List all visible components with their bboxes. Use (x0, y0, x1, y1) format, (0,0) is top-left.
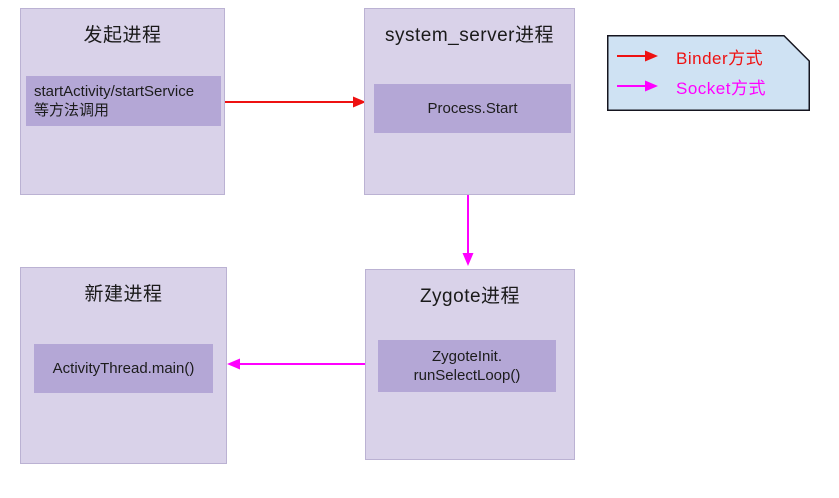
zygote-process-title: Zygote进程 (419, 286, 521, 307)
initiator-method-line2: 等方法调用 (34, 102, 110, 119)
binder-legend-label: Binder方式 (676, 48, 764, 68)
initiator-method-line1: startActivity/startService (34, 83, 195, 100)
system-server-process-title: system_server进程 (384, 25, 555, 46)
zygote-process-box: Zygote进程 ZygoteInit. runSelectLoop() (365, 269, 575, 460)
legend-folded-card-shape (607, 35, 810, 111)
activity-thread-method-box: ActivityThread.main() (34, 344, 213, 393)
legend-card-outline (607, 35, 810, 111)
system-server-process-box: system_server进程 Process.Start (364, 8, 575, 195)
zygote-init-method-box: ZygoteInit. runSelectLoop() (378, 340, 556, 392)
new-process-box: 新建进程 ActivityThread.main() (20, 267, 227, 464)
process-start-method-box: Process.Start (374, 84, 571, 133)
zygote-init-method-line1: ZygoteInit. (431, 348, 503, 365)
binder-legend-arrow-icon (617, 50, 658, 62)
initiator-method-box: startActivity/startService 等方法调用 (26, 76, 221, 126)
zygote-init-method-line2: runSelectLoop() (413, 367, 521, 384)
legend-card: Binder方式 Socket方式 (607, 35, 810, 111)
new-process-title: 新建进程 (84, 284, 163, 305)
initiator-process-box: 发起进程 startActivity/startService 等方法调用 (20, 8, 225, 195)
legend-row-binder: Binder方式 (616, 42, 763, 70)
activity-thread-method-label: ActivityThread.main() (52, 360, 195, 377)
socket-legend-arrow-icon (617, 80, 658, 92)
initiator-process-title: 发起进程 (83, 25, 162, 46)
socket-legend-label: Socket方式 (676, 78, 766, 98)
process-start-method-label: Process.Start (427, 100, 518, 117)
legend-row-socket: Socket方式 (616, 72, 766, 100)
